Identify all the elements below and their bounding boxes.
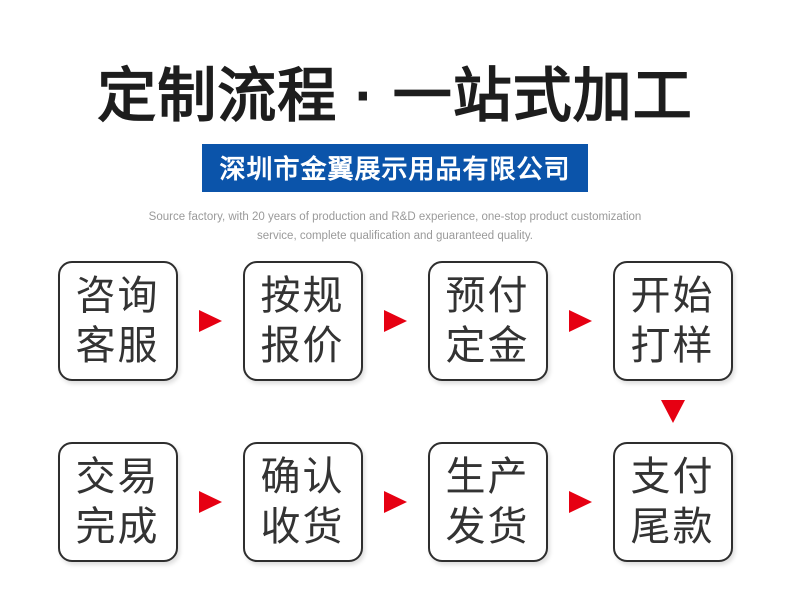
flow-step-start-sampling: 开始 打样: [612, 261, 733, 381]
subtitle-line-1: Source factory, with 20 years of product…: [148, 211, 642, 223]
flow-step-pay-balance: 支付 尾款: [612, 442, 733, 562]
arrow-gap: [178, 491, 243, 513]
step-label-line2: 客服: [75, 324, 160, 368]
flow-step-confirm-receipt: 确认 收货: [242, 442, 363, 562]
right-arrow-icon: [198, 310, 222, 332]
flow-step-deal-complete: 交易 完成: [57, 442, 178, 562]
flow-step-produce-ship: 生产 发货: [427, 442, 548, 562]
step-label-line1: 确认: [260, 455, 345, 499]
step-label-line2: 报价: [260, 324, 345, 368]
company-banner: 深圳市金翼展示用品有限公司: [202, 144, 588, 192]
subtitle-line-2: service, complete qualification and guar…: [257, 230, 533, 242]
step-label-line2: 定金: [445, 324, 530, 368]
process-flow: 咨询 客服 按规 报价 预付 定金 开始 打样 交易: [57, 261, 733, 562]
step-label-line2: 收货: [260, 505, 345, 549]
step-label-line1: 交易: [75, 455, 160, 499]
step-label-line1: 生产: [445, 455, 530, 499]
arrow-gap: [548, 310, 613, 332]
step-label-line1: 按规: [260, 274, 345, 318]
company-banner-wrap: 深圳市金翼展示用品有限公司: [0, 144, 790, 192]
step-label-line1: 咨询: [75, 274, 160, 318]
arrow-gap: [363, 491, 428, 513]
flow-row-2: 交易 完成 确认 收货 生产 发货 支付 尾款: [57, 442, 733, 562]
page-title: 定制流程 · 一站式加工: [97, 63, 693, 129]
step-label-line2: 打样: [630, 324, 715, 368]
step-label-line1: 预付: [445, 274, 530, 318]
subtitle: Source factory, with 20 years of product…: [0, 208, 790, 246]
step-label-line1: 开始: [630, 274, 715, 318]
step-label-line2: 完成: [75, 505, 160, 549]
flow-step-pay-deposit: 预付 定金: [427, 261, 548, 381]
step-label-line1: 支付: [630, 455, 715, 499]
arrow-gap: [363, 310, 428, 332]
flow-step-quote-by-spec: 按规 报价: [242, 261, 363, 381]
right-arrow-icon: [198, 491, 222, 513]
arrow-gap: [548, 491, 613, 513]
flow-row-1: 咨询 客服 按规 报价 预付 定金 开始 打样: [57, 261, 733, 381]
right-arrow-icon: [568, 491, 592, 513]
right-arrow-icon: [383, 491, 407, 513]
infographic-page: 定制流程 · 一站式加工 深圳市金翼展示用品有限公司 Source factor…: [0, 60, 790, 606]
right-arrow-icon: [568, 310, 592, 332]
right-arrow-icon: [383, 310, 407, 332]
step-label-line2: 发货: [445, 505, 530, 549]
arrow-gap: [178, 310, 243, 332]
row-spacer: [58, 381, 733, 442]
step-label-line2: 尾款: [630, 505, 715, 549]
flow-step-consult-service: 咨询 客服: [57, 261, 178, 381]
down-arrow-icon: [660, 400, 685, 423]
